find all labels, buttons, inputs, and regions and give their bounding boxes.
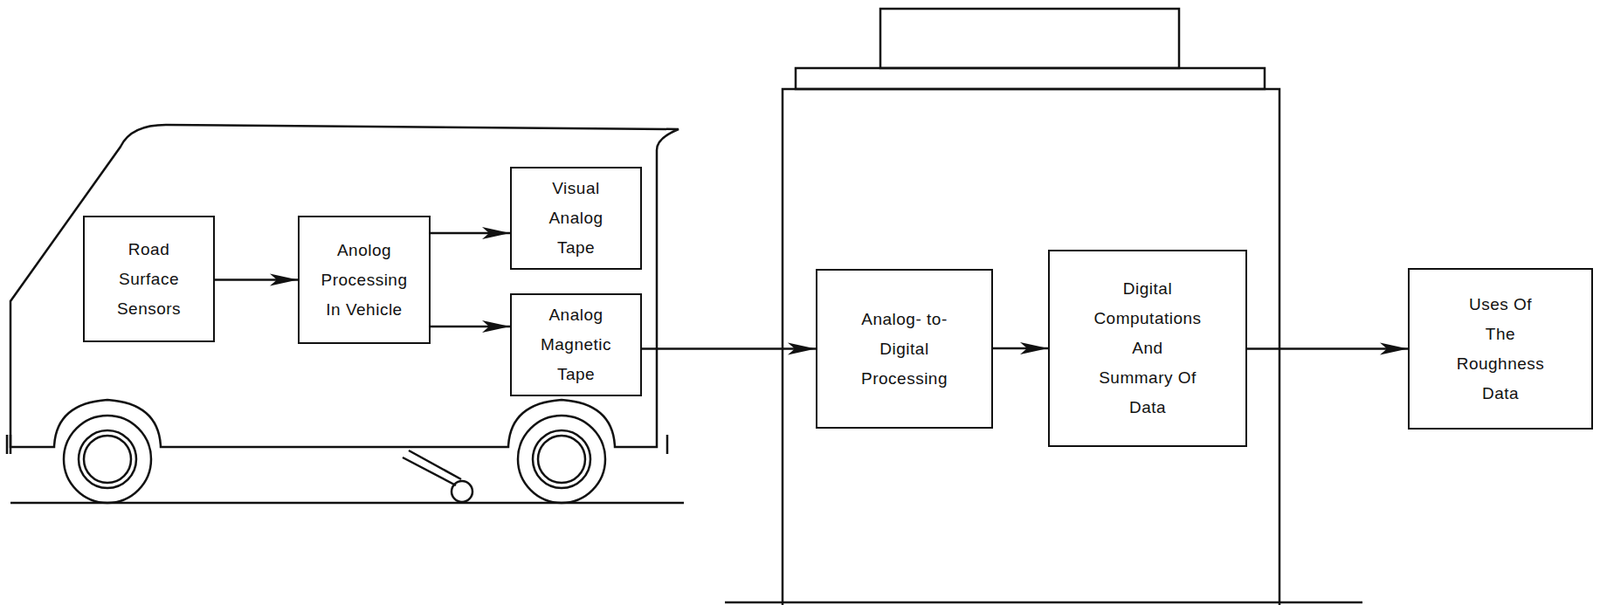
cabinet-top (880, 8, 1180, 69)
flow-arrow (430, 325, 511, 329)
flow-arrow (1247, 347, 1408, 351)
van-bumper-right (666, 434, 669, 455)
cabinet-base (724, 601, 1363, 605)
box-label: Digital Computations And Summary Of Data (1093, 274, 1201, 423)
wheel (63, 415, 152, 504)
process-box: Anolog Processing In Vehicle (297, 215, 431, 345)
box-label: Uses Of The Roughness Data (1456, 289, 1545, 409)
sensor-arm (402, 450, 462, 486)
van-body (10, 124, 679, 448)
cabinet-ledge (795, 68, 1265, 90)
wheel-hub (532, 430, 591, 489)
wheel (517, 415, 606, 504)
wheel-hub-inner (83, 435, 132, 483)
sensor-wheel (451, 481, 473, 503)
box-label: Anolog Processing In Vehicle (321, 235, 408, 325)
wheel-hub (78, 430, 137, 489)
box-label: Road Surface Sensors (117, 234, 181, 325)
cabinet-body (782, 89, 1280, 605)
flow-arrow (641, 347, 816, 351)
process-box: Analog- to- Digital Processing (815, 268, 994, 429)
box-label: Analog Magnetic Tape (540, 300, 612, 390)
flow-arrow (214, 278, 298, 282)
wheel-hub-inner (537, 435, 586, 483)
box-label: Visual Analog Tape (548, 173, 603, 263)
flow-arrow (993, 347, 1049, 351)
ground-line (10, 502, 684, 505)
process-box: Uses Of The Roughness Data (1407, 268, 1594, 430)
van-bumper-left (6, 434, 11, 455)
process-box: Road Surface Sensors (82, 215, 215, 343)
process-box: Visual Analog Tape (510, 166, 642, 270)
box-label: Analog- to- Digital Processing (861, 304, 948, 394)
flow-arrow (430, 232, 511, 235)
process-box: Analog Magnetic Tape (510, 293, 642, 397)
process-box: Digital Computations And Summary Of Data (1048, 249, 1248, 448)
